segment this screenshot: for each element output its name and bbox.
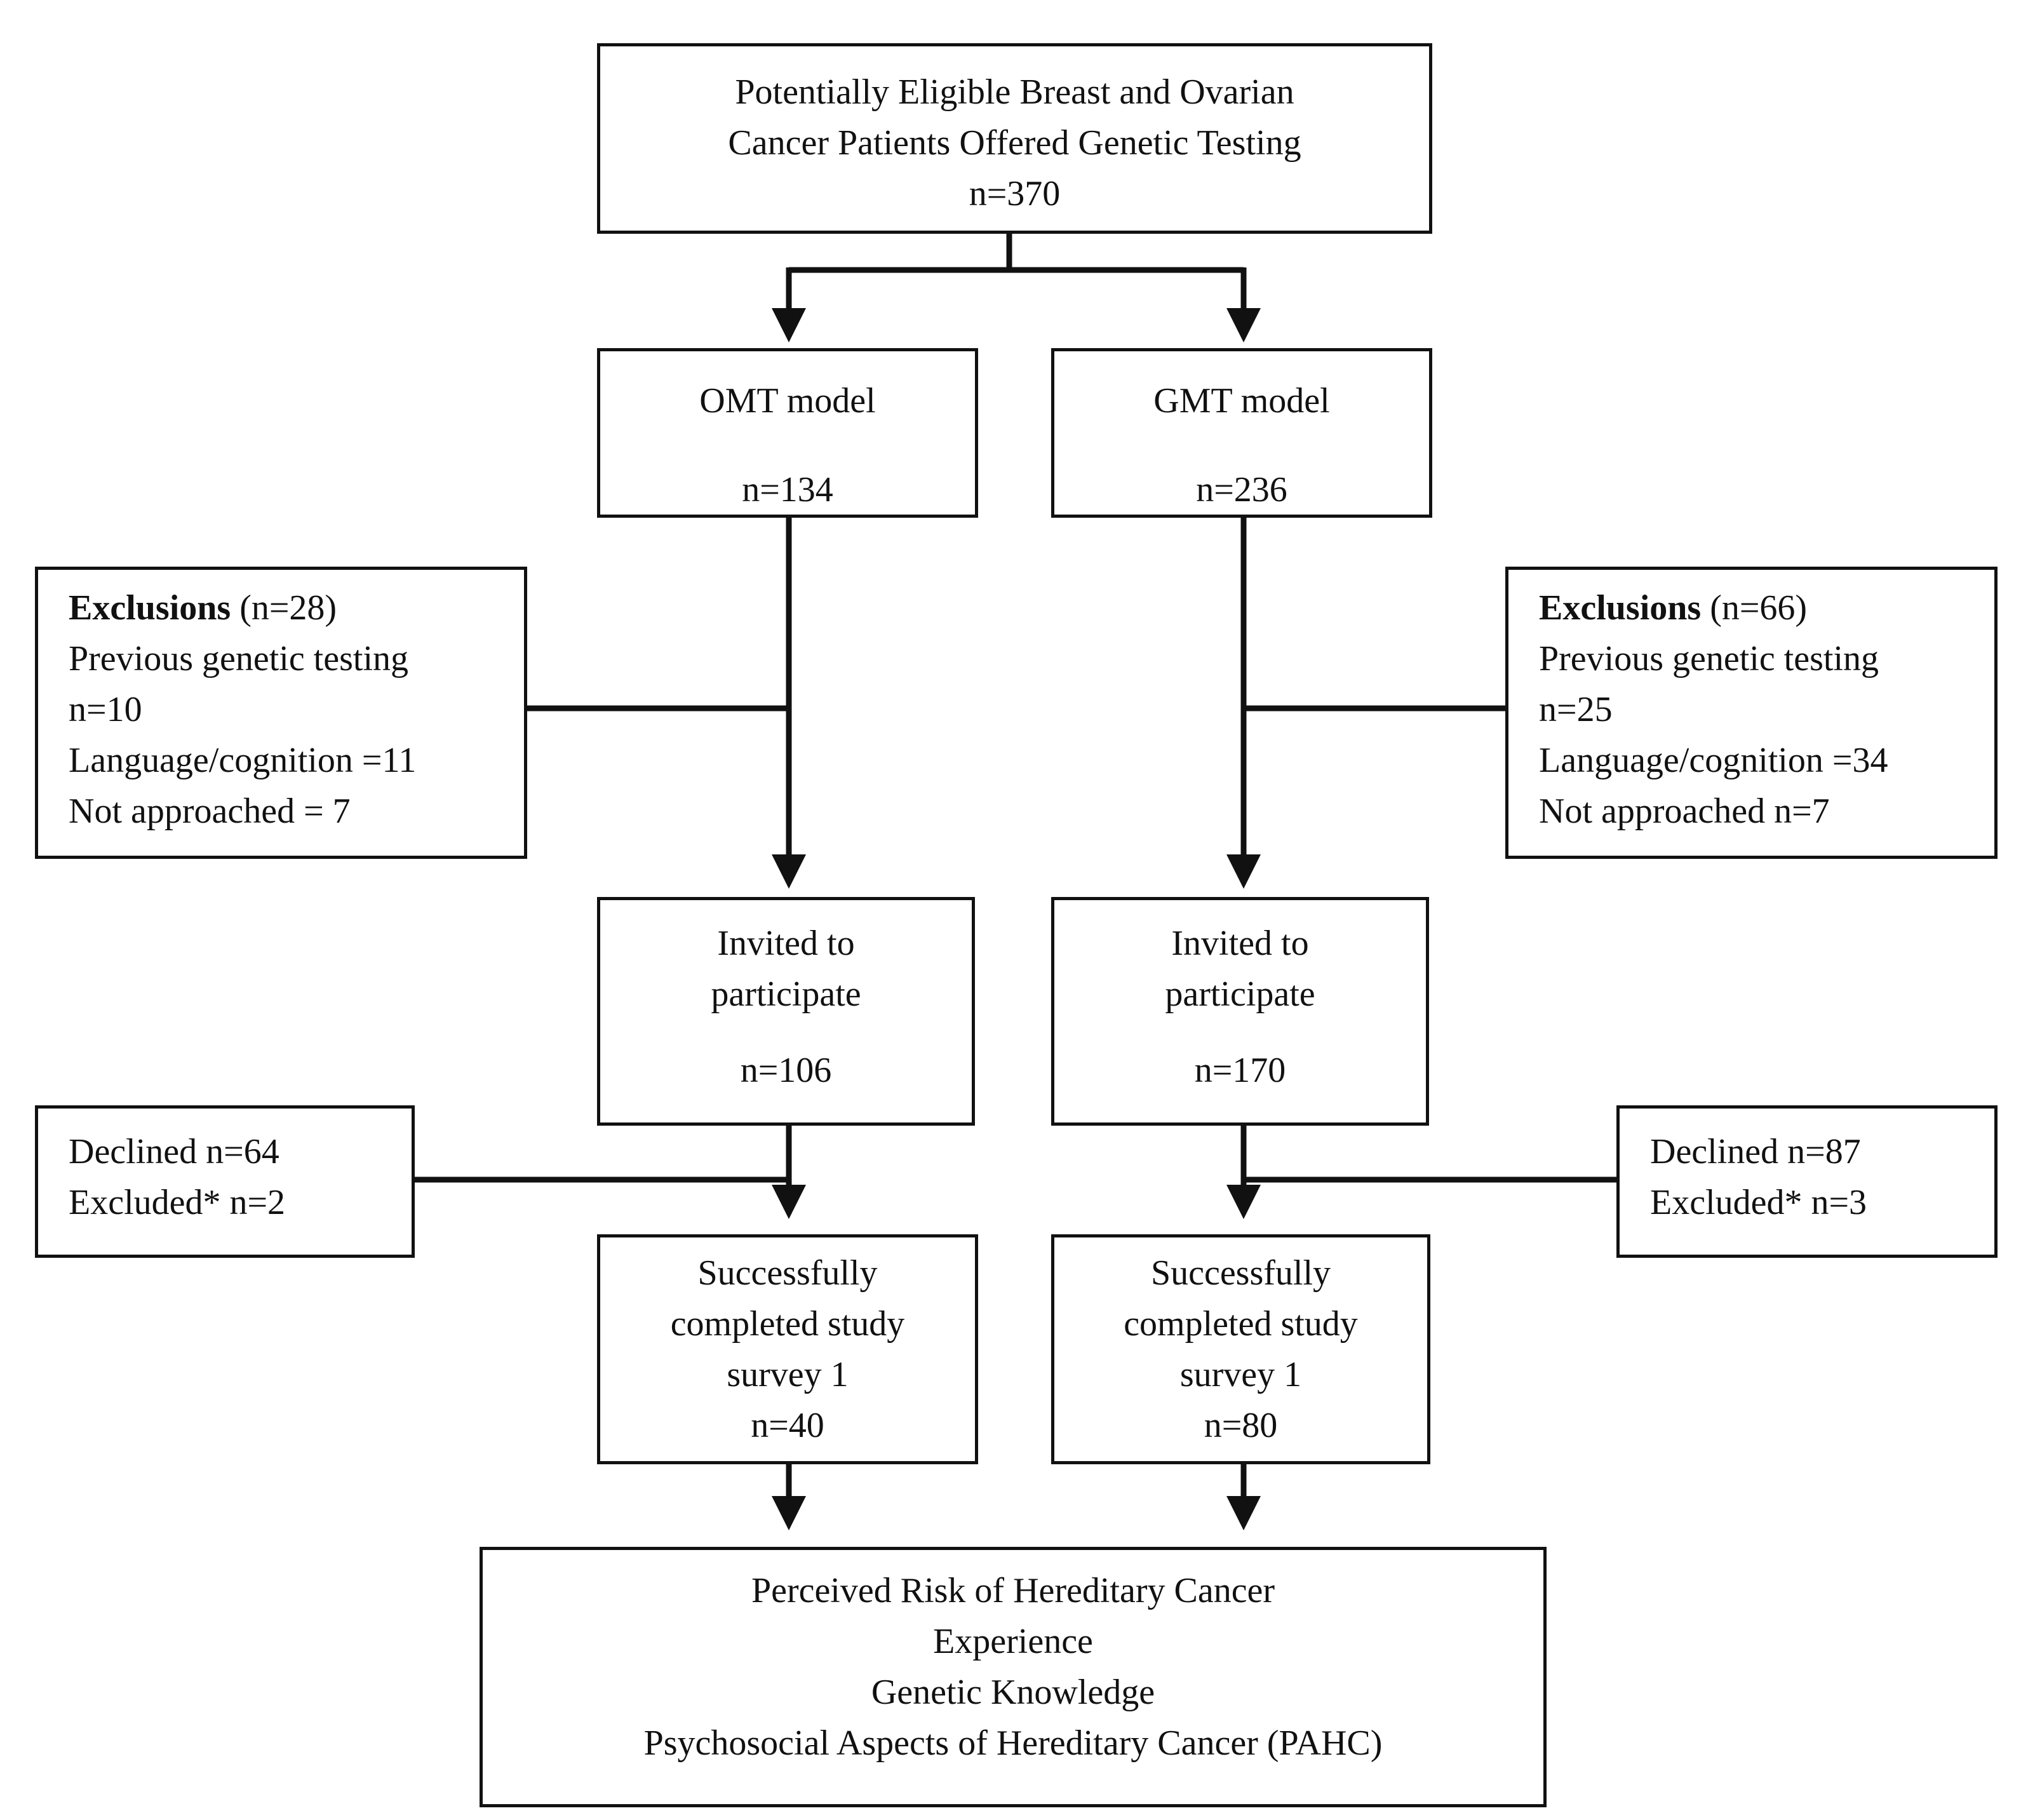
omt-invited-line2: participate bbox=[711, 974, 861, 1014]
gmt-completed-line1: Successfully bbox=[1150, 1253, 1331, 1293]
omt-declined-line2: Excluded* n=2 bbox=[69, 1183, 286, 1222]
omt-exclusions-line4: Not approached = 7 bbox=[69, 792, 351, 831]
gmt-exclusions-line3: Language/cognition =34 bbox=[1539, 741, 1888, 780]
gmt-exclusions-box: Exclusions (n=66) Previous genetic testi… bbox=[1505, 567, 1998, 859]
outcomes-box: Perceived Risk of Hereditary Cancer Expe… bbox=[480, 1547, 1547, 1807]
gmt-exclusions-heading-line: Exclusions (n=66) bbox=[1539, 583, 1994, 633]
eligible-patients-line1: Potentially Eligible Breast and Ovarian bbox=[735, 72, 1294, 112]
gmt-model-title: GMT model bbox=[1153, 381, 1330, 421]
omt-exclusions-line1: Previous genetic testing bbox=[69, 639, 409, 678]
gmt-exclusions-line4: Not approached n=7 bbox=[1539, 792, 1830, 831]
omt-exclusions-count: (n=28) bbox=[231, 588, 337, 628]
omt-model-count: n=134 bbox=[742, 470, 833, 509]
gmt-invited-box: Invited to participate n=170 bbox=[1051, 897, 1429, 1126]
omt-declined-box: Declined n=64 Excluded* n=2 bbox=[35, 1105, 415, 1258]
omt-exclusions-line2: n=10 bbox=[69, 690, 142, 729]
omt-invited-count: n=106 bbox=[740, 1051, 832, 1090]
omt-completed-box: Successfully completed study survey 1 n=… bbox=[597, 1234, 978, 1464]
gmt-invited-line1: Invited to bbox=[1171, 924, 1309, 963]
omt-exclusions-heading: Exclusions bbox=[69, 588, 231, 628]
omt-model-title: OMT model bbox=[699, 381, 876, 421]
gmt-invited-line2: participate bbox=[1165, 974, 1315, 1014]
omt-invited-line1: Invited to bbox=[717, 924, 855, 963]
omt-invited-box: Invited to participate n=106 bbox=[597, 897, 975, 1126]
eligible-patients-box: Potentially Eligible Breast and Ovarian … bbox=[597, 43, 1432, 234]
omt-exclusions-heading-line: Exclusions (n=28) bbox=[69, 583, 524, 633]
gmt-completed-line2: completed study bbox=[1124, 1304, 1358, 1344]
omt-model-box: OMT model n=134 bbox=[597, 348, 978, 518]
omt-declined-line1: Declined n=64 bbox=[69, 1132, 279, 1171]
omt-completed-count: n=40 bbox=[751, 1406, 824, 1445]
eligible-patients-count: n=370 bbox=[969, 174, 1061, 213]
omt-exclusions-box: Exclusions (n=28) Previous genetic testi… bbox=[35, 567, 527, 859]
gmt-completed-count: n=80 bbox=[1204, 1406, 1278, 1445]
omt-completed-line2: completed study bbox=[670, 1304, 905, 1344]
gmt-exclusions-count: (n=66) bbox=[1701, 588, 1808, 628]
gmt-exclusions-line1: Previous genetic testing bbox=[1539, 639, 1879, 678]
gmt-declined-line1: Declined n=87 bbox=[1650, 1132, 1861, 1171]
gmt-declined-box: Declined n=87 Excluded* n=3 bbox=[1616, 1105, 1998, 1258]
gmt-model-count: n=236 bbox=[1196, 470, 1287, 509]
gmt-completed-box: Successfully completed study survey 1 n=… bbox=[1051, 1234, 1430, 1464]
omt-exclusions-line3: Language/cognition =11 bbox=[69, 741, 417, 780]
outcomes-line3: Genetic Knowledge bbox=[871, 1673, 1155, 1712]
gmt-exclusions-heading: Exclusions bbox=[1539, 588, 1702, 628]
gmt-exclusions-line2: n=25 bbox=[1539, 690, 1613, 729]
outcomes-line1: Perceived Risk of Hereditary Cancer bbox=[751, 1571, 1275, 1610]
gmt-declined-line2: Excluded* n=3 bbox=[1650, 1183, 1867, 1222]
gmt-completed-line3: survey 1 bbox=[1179, 1355, 1302, 1394]
eligible-patients-line2: Cancer Patients Offered Genetic Testing bbox=[728, 123, 1301, 163]
outcomes-line2: Experience bbox=[933, 1622, 1093, 1661]
omt-completed-line1: Successfully bbox=[697, 1253, 878, 1293]
omt-completed-line3: survey 1 bbox=[727, 1355, 849, 1394]
gmt-model-box: GMT model n=236 bbox=[1051, 348, 1432, 518]
outcomes-line4: Psychosocial Aspects of Hereditary Cance… bbox=[643, 1723, 1383, 1763]
gmt-invited-count: n=170 bbox=[1194, 1051, 1286, 1090]
